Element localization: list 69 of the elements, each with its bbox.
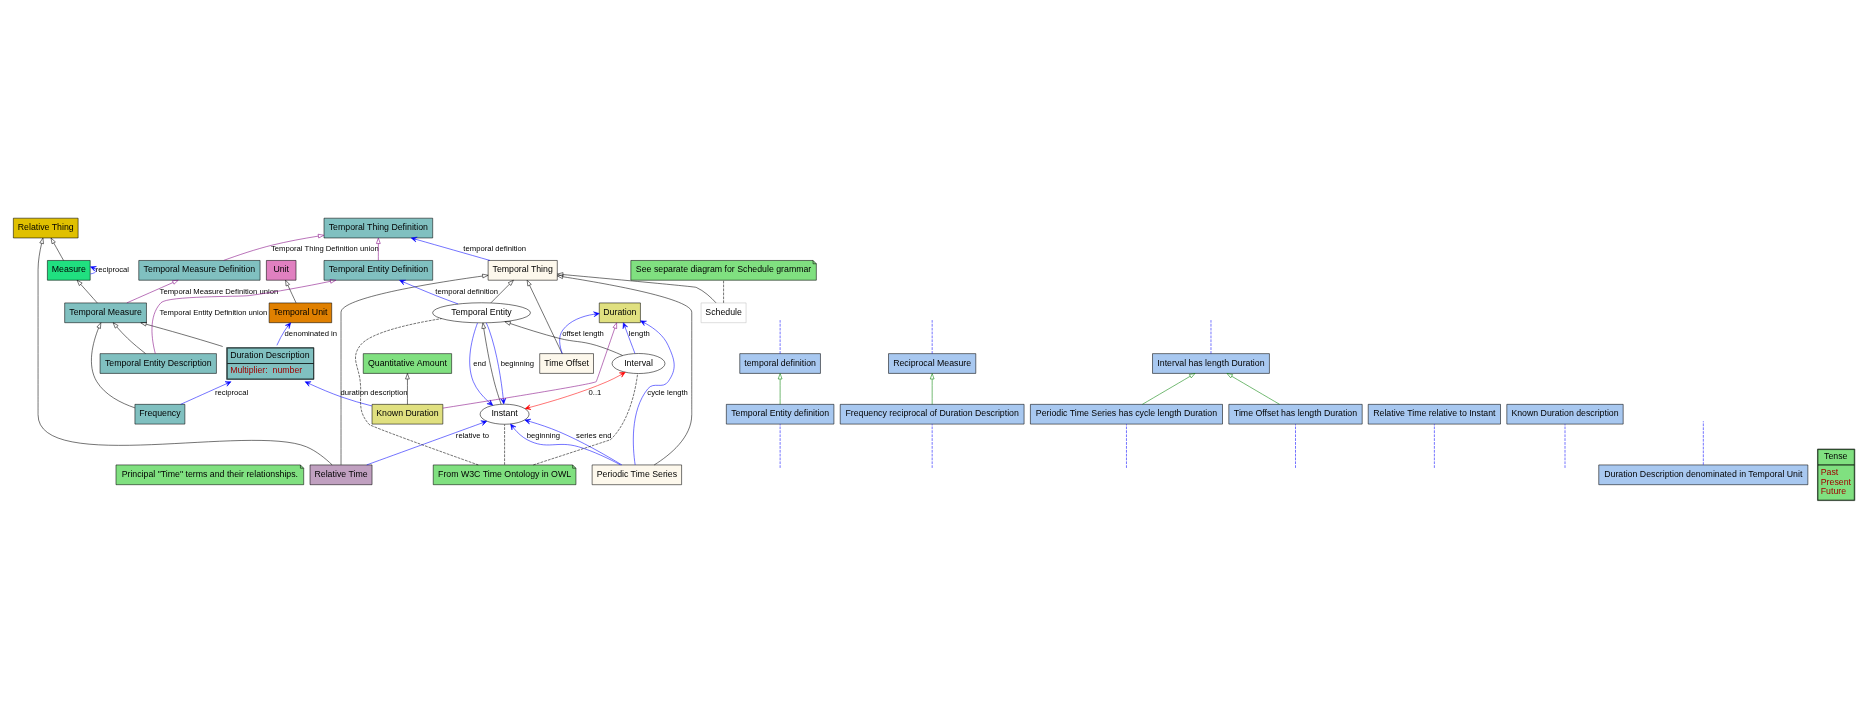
node-box: Periodic Time Series <box>591 464 682 485</box>
connector <box>532 372 638 465</box>
node-box: Temporal Thing <box>487 259 558 280</box>
node-box: Duration <box>598 302 641 323</box>
arrow <box>526 279 562 354</box>
arrow <box>140 321 223 347</box>
arrow <box>222 233 324 261</box>
node-box: Time Offset has length Duration <box>1228 403 1362 424</box>
node-box: Schedule <box>700 302 746 323</box>
node-box: Interval has length Duration <box>1151 352 1270 374</box>
node-box: Temporal Entity definition <box>725 403 834 424</box>
node-box: Temporal Measure <box>63 302 147 323</box>
arrow <box>179 380 231 405</box>
arrow <box>276 322 291 346</box>
arrow <box>410 236 490 261</box>
arrow <box>112 321 146 354</box>
node-box: Temporal Entity Definition <box>323 259 433 280</box>
node-ellipse: Temporal Entity <box>431 302 531 323</box>
arrow <box>622 321 635 354</box>
node-box: Relative Thing <box>12 217 78 238</box>
arrow <box>126 279 178 303</box>
arrow <box>481 322 501 404</box>
node-box: Quantitative Amount <box>362 352 452 374</box>
arrow <box>929 372 934 405</box>
arrow <box>90 322 135 408</box>
node-box: Frequency reciprocal of Duration Description <box>839 403 1024 424</box>
arrow <box>490 279 514 303</box>
arrow <box>340 273 488 465</box>
node-box: Reciprocal Measure <box>887 352 976 374</box>
arrow <box>151 278 336 354</box>
arrow <box>524 418 622 465</box>
node-box: temporal definition <box>739 352 821 374</box>
node-box: Known Duration description <box>1506 403 1623 424</box>
arrow <box>50 237 64 261</box>
node-box: Unit <box>265 259 296 280</box>
node-box: Frequency <box>134 403 185 424</box>
arrow <box>558 311 600 354</box>
arrow <box>304 380 372 406</box>
node-box: Temporal Unit <box>268 302 332 323</box>
node-box: Temporal Measure Definition <box>138 259 260 280</box>
node-box: Measure <box>46 259 90 280</box>
arrow <box>468 322 493 406</box>
arrow <box>777 372 782 405</box>
arrow <box>556 274 692 465</box>
arrow <box>366 420 487 465</box>
node-box: Duration Description denominated in Temporal Unit <box>1598 464 1808 485</box>
arrow <box>442 322 617 408</box>
arrow <box>1226 372 1280 405</box>
node-box: Known Duration <box>371 403 443 424</box>
node-box: Time Offset <box>538 352 594 374</box>
arrow <box>504 320 623 356</box>
arrow <box>1141 372 1195 405</box>
node-box: Temporal Entity Description <box>99 352 217 374</box>
node-ellipse: Interval <box>611 352 665 374</box>
arrow <box>524 371 626 410</box>
arrow <box>375 237 381 261</box>
node-box: Periodic Time Series has cycle length Duration <box>1029 403 1223 424</box>
arrow <box>89 265 97 274</box>
arrow <box>404 372 410 405</box>
node-box: Relative Time <box>309 464 372 485</box>
arrow <box>509 423 621 465</box>
node-box: Relative Time relative to Instant <box>1367 403 1501 424</box>
arrow <box>398 279 458 304</box>
arrow <box>485 322 506 404</box>
arrow <box>284 279 296 303</box>
node-box: Temporal Thing Definition <box>323 217 433 238</box>
arrow <box>76 279 97 303</box>
arrow <box>632 320 674 465</box>
arrow <box>556 271 716 303</box>
